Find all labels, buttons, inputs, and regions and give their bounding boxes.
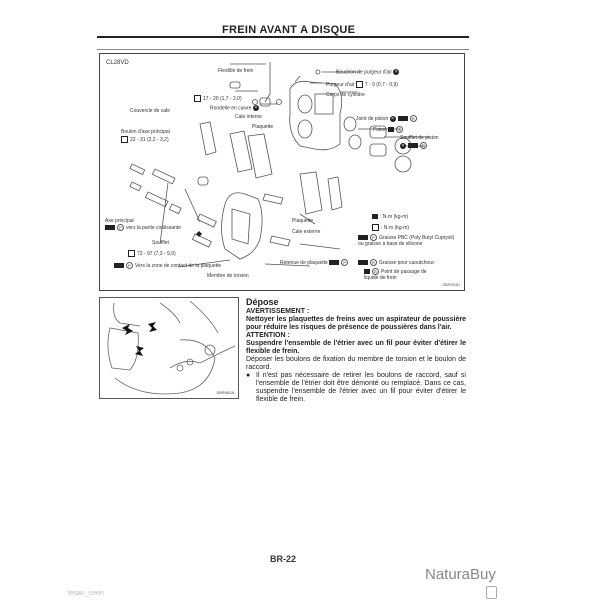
label-bleeder-cap: Bouchon de purgeur d'air × — [336, 69, 400, 76]
label-brake-hose: Flexible de frein — [218, 68, 254, 74]
label-cylinder-body: Corps de cylindre — [326, 92, 365, 98]
brake-fluid-icon — [388, 127, 395, 132]
bullet-text: Il n'est pas nécessaire de retirer les b… — [256, 372, 466, 403]
exploded-diagram: CL28VD Flexible de frein Bouchon de purg… — [99, 53, 465, 291]
torque-icon — [121, 136, 128, 143]
label-pad-retainer: Retenue de plaquette P — [280, 259, 350, 266]
header-rule-thin — [97, 49, 469, 50]
grease-icon — [397, 116, 408, 121]
grease-icon — [329, 260, 340, 265]
caution-label: ATTENTION : — [246, 332, 290, 339]
label-piston-seal: Joint de piston ×R — [356, 115, 419, 122]
seller-name: lesan_ceen — [68, 590, 104, 597]
warning-label: AVERTISSEMENT : — [246, 308, 310, 315]
torque-icon — [372, 214, 378, 220]
torque-icon — [128, 250, 135, 257]
bullet-icon: ● — [246, 372, 251, 379]
label-banjo-torque: 17 - 20 (1,7 - 2,0) — [194, 95, 242, 102]
brake-fluid-icon — [364, 269, 370, 274]
caliper-removal-drawing — [107, 300, 236, 395]
legend-torque-2: : N·m (kg-m) — [372, 224, 409, 231]
replace-icon: × — [393, 69, 400, 75]
body-text: Déposer les boulons de fixation du membr… — [246, 356, 466, 371]
label-bleeder: Purgeur d'air 7 - 9 (0,7 - 0,9) — [326, 81, 398, 88]
caliper-parts-drawing — [129, 62, 430, 268]
label-main-pin-torque: 22 - 31 (2,2 - 3,2) — [121, 136, 169, 143]
label-piston-boot-icons: ×R — [400, 142, 429, 149]
figure-ref: SBR903D — [442, 282, 460, 287]
watermark-logo: NaturaBuy — [425, 566, 496, 583]
label-outer-shim: Cale externe — [292, 229, 321, 235]
replace-icon: × — [400, 142, 406, 149]
label-inner-shim: Cale interne — [235, 114, 262, 120]
torque-icon — [355, 81, 363, 88]
page-title: FREIN AVANT A DISQUE — [222, 24, 356, 36]
replace-icon: × — [389, 115, 396, 122]
page-number: BR-22 — [270, 554, 297, 564]
watermark-icon — [486, 586, 497, 599]
legend-torque-1: : N·m (kg-m) — [372, 214, 408, 220]
replace-icon: × — [252, 105, 259, 111]
grease-icon — [105, 225, 115, 230]
section-title: Dépose — [246, 297, 279, 307]
label-shim-cover: Couvercle de cale — [130, 108, 171, 114]
torque-icon — [372, 224, 379, 231]
torque-icon — [194, 95, 201, 102]
label-piston-boot: Soufflet de piston — [400, 135, 439, 141]
grease-icon — [114, 263, 124, 268]
label-pad-inner: Plaquette — [252, 124, 274, 130]
label-main-pin: Axe principal — [105, 218, 134, 224]
warning-text: Nettoyer les plaquettes de freins avec u… — [246, 316, 466, 331]
removal-section: Dépose AVERTISSEMENT : Nettoyer les plaq… — [246, 297, 466, 404]
label-pad-outer: Plaquette — [292, 218, 314, 224]
grease-icon — [358, 235, 368, 240]
header-rule — [97, 36, 469, 38]
label-boot: Soufflet — [152, 240, 169, 246]
caution-text: Suspendre l'ensemble de l'étrier avec un… — [246, 340, 466, 355]
label-torque-member: Membre de torsion — [207, 273, 249, 279]
grease-icon — [408, 143, 418, 148]
label-piston: Piston B — [373, 126, 405, 133]
label-copper-washer: Rondelle en cuivre × — [210, 105, 259, 112]
label-main-pin-bolt: Boulon d'axe principal — [121, 129, 170, 135]
grease-icon — [358, 260, 368, 265]
caliper-photo: SBR983A — [99, 297, 239, 399]
photo-ref: SBR983A — [216, 390, 234, 395]
label-torque-member-torque: 72 - 97 (7,3 - 9,9) — [128, 250, 176, 257]
model-code: CL28VD — [106, 60, 129, 66]
bullet-item: ● Il n'est pas nécessaire de retirer les… — [246, 372, 466, 404]
